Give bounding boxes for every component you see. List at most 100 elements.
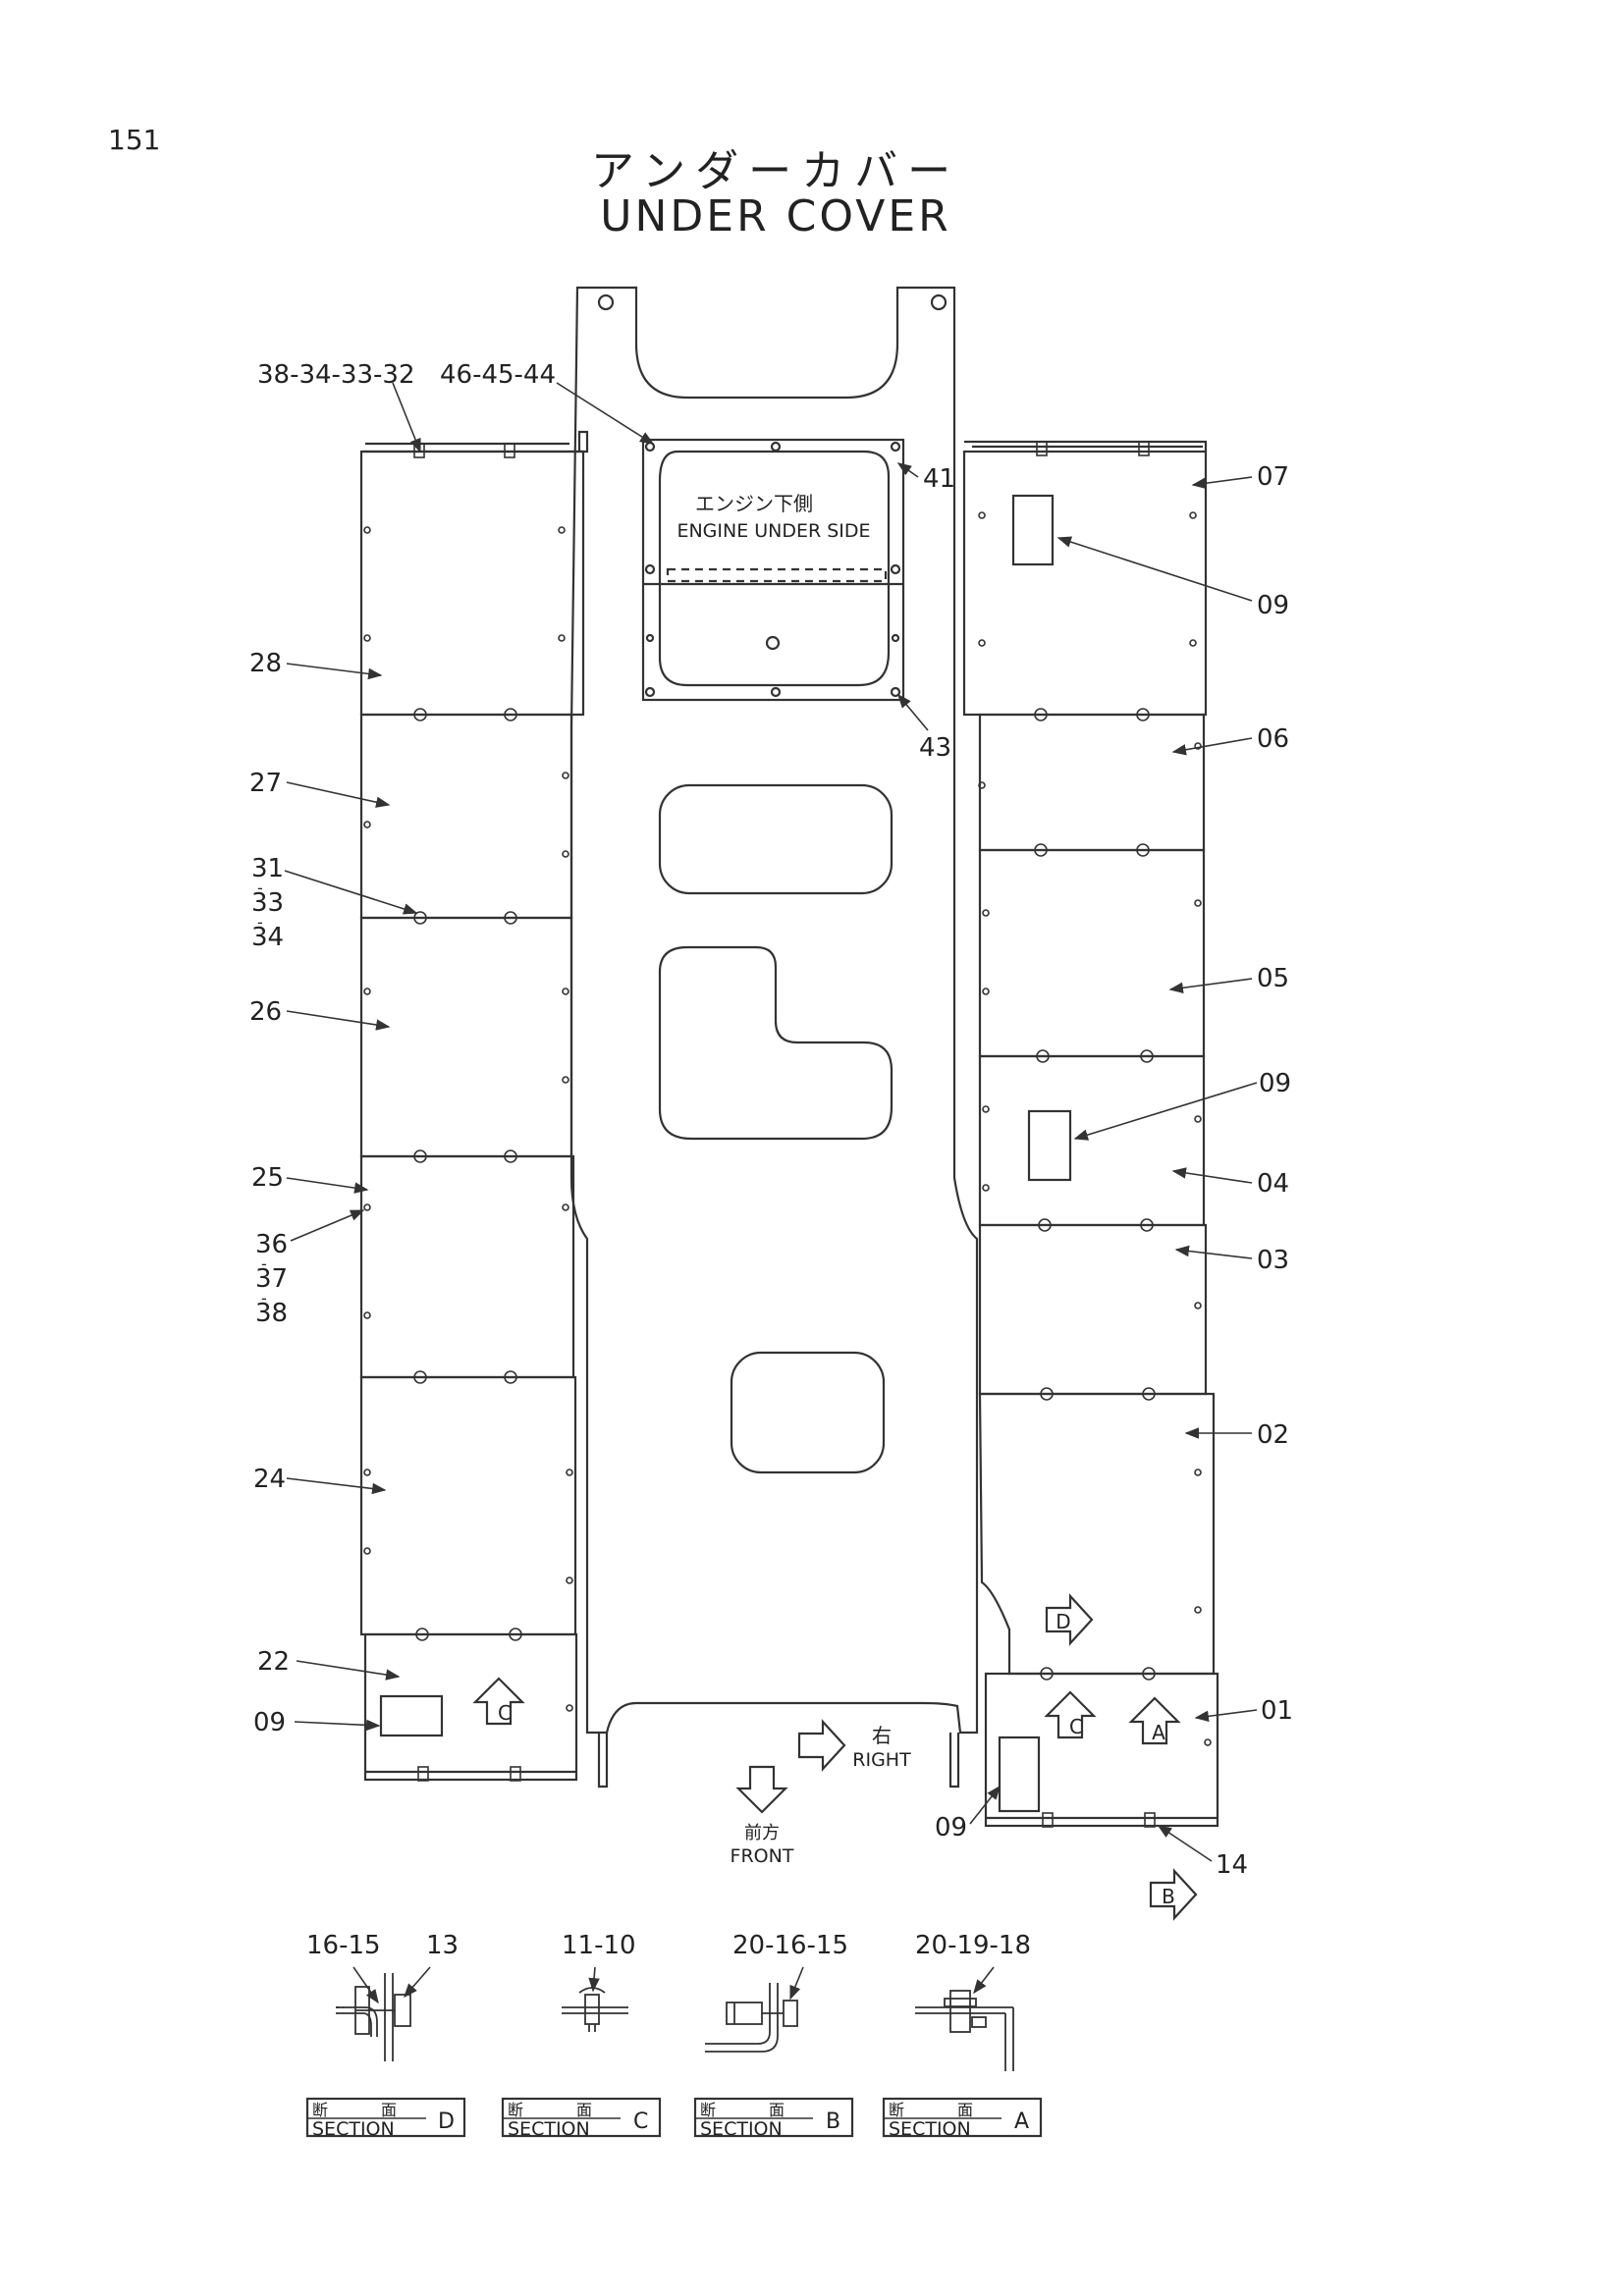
callout-38: 38 [255, 1299, 288, 1328]
section-tag-b-jp2: 面 [769, 2101, 785, 2119]
section-d-parts-b: 13 [426, 1931, 459, 1960]
section-a-detail [915, 1990, 1014, 2071]
section-tag-b-jp1: 断 [700, 2101, 716, 2119]
section-marker-c-left [472, 1677, 525, 1726]
callout-06: 06 [1257, 724, 1289, 754]
marker-a-right-letter: A [1152, 1721, 1165, 1744]
cover-02 [978, 1392, 1216, 1676]
section-a-parts: 20-19-18 [915, 1931, 1031, 1960]
right-inspection-plate-lower [998, 1735, 1041, 1813]
cover-25 [359, 1154, 575, 1379]
section-marker-b-bottom [1149, 1868, 1198, 1921]
callout-22: 22 [257, 1647, 290, 1677]
cover-05 [978, 848, 1206, 1058]
cover-07 [962, 450, 1208, 717]
section-d-parts-a: 16-15 [306, 1931, 381, 1960]
direction-right-english: RIGHT [852, 1749, 911, 1771]
callout-34: 34 [251, 923, 284, 952]
section-c-detail [562, 1987, 628, 2032]
section-b-parts: 20-16-15 [732, 1931, 848, 1960]
section-marker-d-right [1045, 1593, 1094, 1646]
callout-43: 43 [919, 733, 951, 763]
callout-38-34-33-32: 38-34-33-32 [257, 360, 414, 390]
callout-46-45-44: 46-45-44 [440, 360, 556, 390]
marker-c-right-letter: C [1069, 1715, 1083, 1738]
callout-05: 05 [1257, 964, 1289, 993]
section-tag-d-letter: D [438, 2109, 455, 2134]
callout-41: 41 [923, 464, 955, 494]
callout-14: 14 [1216, 1850, 1248, 1880]
cover-03 [978, 1223, 1208, 1396]
right-inspection-plate-upper [1011, 494, 1055, 566]
cover-22 [363, 1632, 578, 1782]
center-opening-lower [730, 1351, 886, 1474]
center-opening-l [658, 945, 893, 1141]
direction-front-japanese: 前方 [744, 1823, 780, 1843]
section-c-leaders [588, 1966, 600, 1993]
callout-04: 04 [1257, 1169, 1289, 1199]
section-tag-d-jp1: 断 [312, 2101, 328, 2119]
callout-09-lower: 09 [935, 1813, 967, 1842]
page-number: 151 [108, 124, 161, 156]
cover-06 [978, 713, 1206, 852]
engine-label-japanese: エンジン下側 [695, 492, 813, 515]
direction-front-english: FRONT [731, 1845, 794, 1867]
section-tag-d-en: SECTION [312, 2118, 395, 2140]
section-d-leaders [352, 1966, 431, 2004]
callout-24: 24 [253, 1465, 286, 1494]
marker-b-bottom-letter: B [1162, 1885, 1175, 1908]
section-tag-b: 断 面 SECTION B [693, 2097, 854, 2140]
left-inspection-plate [379, 1694, 444, 1737]
right-inspection-plate-middle [1027, 1109, 1072, 1182]
cover-24 [359, 1375, 577, 1636]
section-b-leaders [789, 1966, 804, 2001]
cover-04 [978, 1054, 1206, 1227]
section-marker-c-right [1044, 1690, 1097, 1739]
title-japanese: アンダーカバー [590, 146, 961, 196]
callout-02: 02 [1257, 1420, 1289, 1450]
center-opening-upper [658, 783, 893, 895]
marker-c-left-letter: C [498, 1701, 512, 1725]
svg-text:-: - [261, 1255, 267, 1273]
callout-36: 36 [255, 1230, 288, 1259]
section-tag-b-en: SECTION [700, 2118, 783, 2140]
front-direction-arrow-icon [735, 1765, 788, 1814]
section-tag-d: 断 面 SECTION D [305, 2097, 466, 2140]
left-covers [359, 430, 589, 1782]
cover-01 [984, 1672, 1219, 1828]
direction-right-japanese: 右 [872, 1724, 892, 1747]
section-tag-c-en: SECTION [508, 2118, 590, 2140]
section-tag-c-jp1: 断 [508, 2101, 523, 2119]
section-marker-a-right [1128, 1696, 1181, 1745]
section-tag-c-letter: C [633, 2109, 648, 2134]
section-tag-c: 断 面 SECTION C [501, 2097, 662, 2140]
callout-09-middle: 09 [1259, 1069, 1291, 1098]
svg-text:-: - [257, 913, 263, 932]
engine-label-english: ENGINE UNDER SIDE [677, 520, 870, 542]
title-english: UNDER COVER [600, 191, 951, 241]
section-tag-a-jp2: 面 [957, 2101, 973, 2119]
callout-26: 26 [249, 997, 282, 1027]
section-d-detail [336, 1973, 411, 2061]
svg-text:-: - [257, 879, 263, 897]
callout-07: 07 [1257, 462, 1289, 492]
section-tag-c-jp2: 面 [576, 2101, 592, 2119]
cover-27 [359, 713, 573, 920]
callout-03: 03 [1257, 1246, 1289, 1275]
callout-28: 28 [249, 649, 282, 678]
section-b-detail [705, 1983, 798, 2053]
callout-37: 37 [255, 1264, 288, 1294]
callout-27: 27 [249, 769, 282, 798]
section-tag-d-jp2: 面 [381, 2101, 397, 2119]
section-tag-a-en: SECTION [889, 2118, 971, 2140]
cover-28 [359, 450, 585, 717]
marker-d-right-letter: D [1056, 1610, 1070, 1633]
callout-09-left: 09 [253, 1708, 286, 1737]
svg-text:-: - [261, 1289, 267, 1308]
engine-under-cover [641, 438, 905, 702]
callout-25: 25 [251, 1163, 284, 1193]
callout-31: 31 [251, 854, 284, 883]
section-a-leaders [973, 1966, 995, 1995]
leader-lines [284, 382, 1258, 1862]
